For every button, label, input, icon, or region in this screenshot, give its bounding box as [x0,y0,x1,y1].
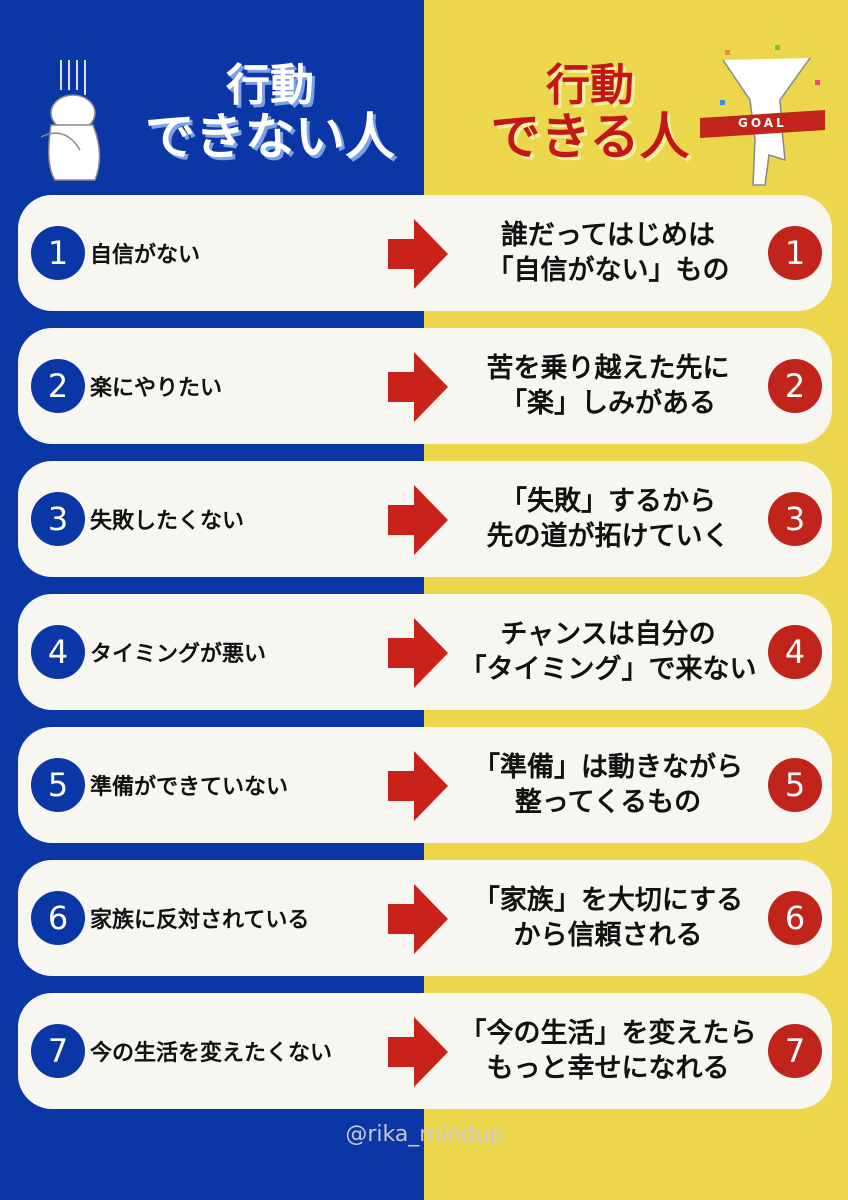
arrow-right-icon [388,884,448,954]
number-badge-right: 4 [768,625,822,679]
comparison-row: 7 今の生活を変えたくない 「今の生活」を変えたらもっと幸せになれる 7 [18,993,832,1109]
reframe-line1: チャンスは自分の [500,618,716,650]
reframe-line1: 「家族」を大切にする [472,884,744,916]
arrow-right-icon [388,352,448,422]
comparison-row: 1 自信がない 誰だってはじめは「自信がない」もの 1 [18,195,832,311]
number-badge-left: 1 [31,226,85,280]
excuse-text: 家族に反対されている [90,908,310,933]
goal-runner-icon [700,45,825,186]
reframe-line1: 苦を乗り越えた先に [486,352,730,384]
title-can-act: 行動 できる人 [470,62,710,164]
excuse-text: 今の生活を変えたくない [90,1041,333,1066]
watermark: @rika_mindup [345,1122,503,1147]
number-badge-right: 5 [768,758,822,812]
number-badge-right: 2 [768,359,822,413]
number-badge-right: 6 [768,891,822,945]
number-badge-right: 3 [768,492,822,546]
excuse-text: 準備ができていない [90,775,289,800]
comparison-row: 2 楽にやりたい 苦を乗り越えた先に「楽」しみがある 2 [18,328,832,444]
number-badge-right: 7 [768,1024,822,1078]
reframe-line2: 「楽」しみがある [500,388,716,419]
number-badge-left: 3 [31,492,85,546]
title-line2: できる人 [490,107,690,166]
reframe-line1: 「失敗」するから [500,485,716,517]
reframe-text: チャンスは自分の「タイミング」で来ない [448,594,768,710]
title-line2: できない人 [145,107,395,166]
reframe-text: 「家族」を大切にするから信頼される [448,860,768,976]
excuse-text: 失敗したくない [90,509,245,534]
number-badge-left: 4 [31,625,85,679]
goal-tape-label: GOAL [738,116,787,130]
excuse-text: 楽にやりたい [90,376,223,401]
excuse-text: タイミングが悪い [90,642,267,667]
arrow-right-icon [388,1017,448,1087]
reframe-text: 「今の生活」を変えたらもっと幸せになれる [448,993,768,1109]
comparison-row: 3 失敗したくない 「失敗」するから先の道が拓けていく 3 [18,461,832,577]
reframe-line2: 「タイミング」で来ない [459,654,757,685]
reframe-line1: 「今の生活」を変えたら [459,1017,757,1049]
arrow-right-icon [388,485,448,555]
reframe-line2: 整ってくるもの [514,787,702,818]
number-badge-left: 2 [31,359,85,413]
reframe-line2: から信頼される [513,920,703,951]
title-cannot-act: 行動 できない人 [120,62,420,164]
reframe-line2: もっと幸せになれる [486,1053,730,1084]
reframe-text: 誰だってはじめは「自信がない」もの [448,195,768,311]
reframe-text: 「準備」は動きながら整ってくるもの [448,727,768,843]
reframe-line2: 先の道が拓けていく [486,521,730,552]
reframe-text: 「失敗」するから先の道が拓けていく [448,461,768,577]
comparison-row: 5 準備ができていない 「準備」は動きながら整ってくるもの 5 [18,727,832,843]
reframe-text: 苦を乗り越えた先に「楽」しみがある [448,328,768,444]
sad-person-icon [40,60,101,181]
excuse-text: 自信がない [90,243,201,268]
reframe-line2: 「自信がない」もの [486,255,730,286]
reframe-line1: 誰だってはじめは [500,219,716,251]
number-badge-left: 7 [31,1024,85,1078]
title-line1: 行動 [226,60,314,111]
number-badge-right: 1 [768,226,822,280]
comparison-row: 4 タイミングが悪い チャンスは自分の「タイミング」で来ない 4 [18,594,832,710]
reframe-line1: 「準備」は動きながら [473,751,743,783]
number-badge-left: 5 [31,758,85,812]
arrow-right-icon [388,219,448,289]
arrow-right-icon [388,618,448,688]
comparison-row: 6 家族に反対されている 「家族」を大切にするから信頼される 6 [18,860,832,976]
arrow-right-icon [388,751,448,821]
number-badge-left: 6 [31,891,85,945]
title-line1: 行動 [546,60,634,111]
